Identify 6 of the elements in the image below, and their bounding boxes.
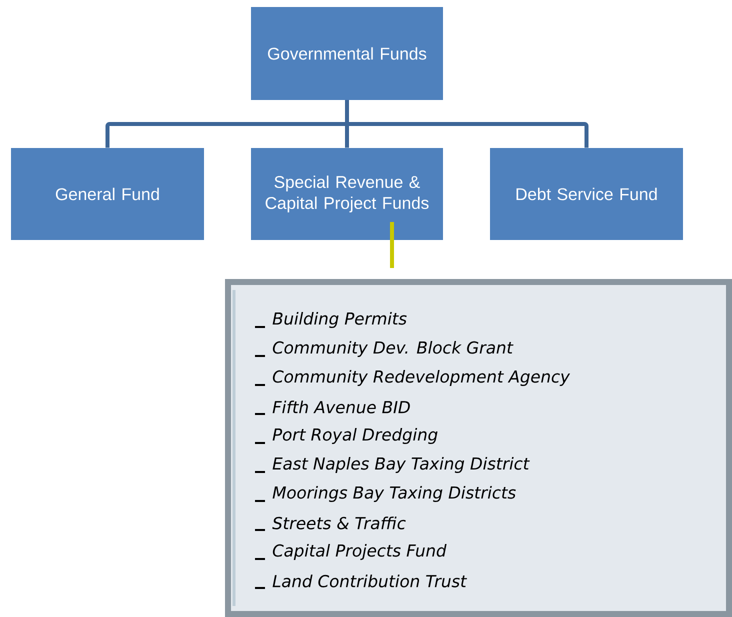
fund-box: Governmental Funds <box>251 6 443 100</box>
tree-connector <box>345 100 588 148</box>
connector-line <box>390 222 394 268</box>
fund-box: Debt Service Fund <box>490 148 683 240</box>
fund-box: General Fund <box>11 148 204 240</box>
fund-box: Special Revenue & Capital Project Funds <box>251 148 443 240</box>
